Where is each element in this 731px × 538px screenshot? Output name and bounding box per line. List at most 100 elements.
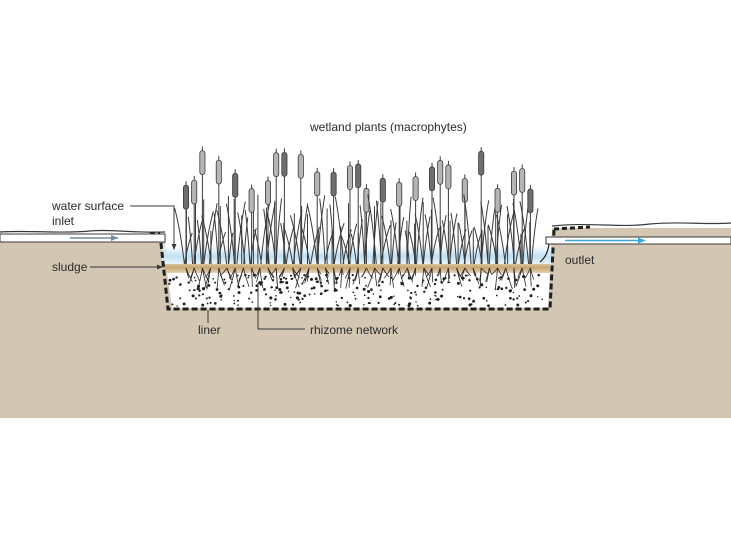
gravel-dot — [264, 275, 267, 278]
gravel-dot — [508, 289, 512, 293]
liner-label: liner — [198, 323, 221, 337]
inlet-label: inlet — [52, 214, 75, 228]
gravel-dot — [301, 277, 303, 279]
gravel-dot — [271, 279, 275, 282]
gravel-dot — [168, 278, 172, 282]
gravel-dot — [457, 295, 459, 298]
root — [295, 267, 302, 289]
cattail-head — [510, 170, 517, 196]
gravel-dot — [529, 294, 533, 298]
plant-leaf — [422, 216, 431, 265]
root — [494, 267, 498, 290]
plant-leaf — [397, 217, 405, 265]
gravel-dot — [509, 296, 512, 300]
water-surface-leader — [130, 205, 175, 248]
gravel-dot — [315, 281, 318, 283]
root — [185, 267, 193, 283]
root — [382, 267, 390, 278]
gravel-dot — [516, 303, 520, 307]
gravel-dot — [369, 302, 371, 305]
cattail-head — [346, 165, 353, 190]
root — [374, 267, 378, 287]
gravel-dot — [516, 297, 519, 300]
gravel-dot — [258, 281, 262, 285]
plant-leaf — [187, 216, 194, 265]
ground-surface-left — [0, 229, 166, 233]
gravel-dot — [372, 293, 375, 295]
gravel-dot — [270, 286, 273, 289]
root — [226, 267, 232, 277]
gravel-dot — [275, 294, 277, 297]
plant-leaf — [406, 196, 412, 265]
gravel-dot — [172, 277, 175, 281]
gravel-dot — [414, 291, 417, 294]
gravel-dot — [362, 287, 366, 291]
gravel-dot — [532, 287, 536, 291]
plant-leaf — [450, 212, 458, 265]
wetland-plants — [174, 146, 539, 265]
root — [421, 267, 425, 287]
gravel-dot — [485, 299, 488, 302]
root — [464, 267, 472, 277]
gravel-dot — [236, 299, 239, 302]
gravel-dot — [354, 297, 357, 300]
plant-leaf — [289, 215, 301, 265]
root — [383, 267, 392, 279]
gravel-dot — [335, 301, 338, 303]
plant-leaf — [243, 217, 249, 265]
gravel-dot — [308, 293, 311, 296]
plant-leaf — [367, 194, 377, 265]
gravel-dot — [274, 289, 276, 291]
root — [216, 267, 220, 290]
root — [281, 267, 285, 278]
gravel-dot — [485, 286, 488, 289]
gravel-dot — [285, 281, 289, 285]
cattail-head — [248, 188, 255, 213]
plant-leaf — [203, 210, 214, 265]
gravel-dot — [428, 301, 432, 305]
gravel-dot — [346, 301, 349, 304]
gravel-dot — [378, 295, 382, 299]
gravel-dot — [283, 302, 287, 306]
cattail-head — [314, 171, 321, 197]
gravel-dot — [279, 291, 281, 294]
gravel-dot — [242, 284, 245, 287]
gravel-dot — [335, 303, 338, 306]
gravel-dot — [424, 286, 428, 290]
gravel-dot — [219, 294, 223, 298]
root — [398, 267, 405, 287]
gravel-dot — [301, 297, 304, 300]
gravel-dot — [237, 304, 239, 307]
gravel-dot — [453, 274, 456, 277]
root — [407, 267, 414, 283]
gravel-dot — [523, 288, 526, 291]
plant-leaf — [449, 213, 458, 265]
root — [499, 267, 507, 281]
gravel-dot — [381, 280, 384, 284]
gravel-dot — [269, 304, 272, 307]
root — [479, 267, 482, 282]
gravel-dot — [213, 302, 217, 305]
plant-leaf — [333, 223, 345, 265]
root — [390, 267, 394, 288]
gravel-dot — [505, 286, 508, 290]
ground-surface-right — [551, 222, 731, 227]
gravel-dot — [498, 277, 500, 279]
plant-leaf — [391, 222, 397, 265]
gravel-dot — [274, 298, 277, 301]
plant-leaf — [463, 194, 472, 265]
gravel-dot — [289, 296, 292, 299]
gravel-dot — [337, 304, 340, 307]
plant-leaf — [184, 232, 193, 265]
gravel-dot — [193, 276, 196, 279]
cattail-head — [281, 151, 288, 177]
gravel-dot — [285, 286, 289, 290]
gravel-dot — [410, 291, 413, 295]
ground-soil — [0, 228, 731, 418]
gravel-bed — [167, 272, 548, 308]
root — [267, 267, 275, 278]
gravel-dot — [207, 284, 211, 287]
liner — [158, 229, 556, 311]
cattail-head — [412, 176, 419, 201]
gravel-dot — [287, 290, 290, 293]
